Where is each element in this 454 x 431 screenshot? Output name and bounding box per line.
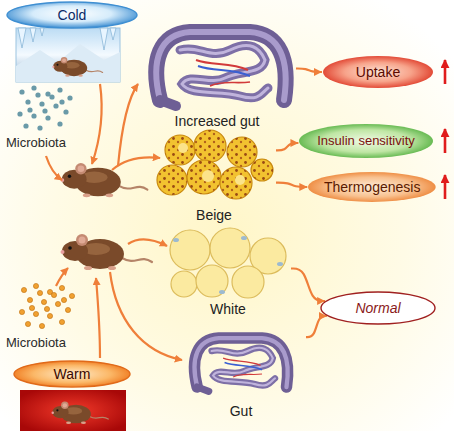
white-adipocytes — [173, 238, 179, 242]
beige-adipocytes — [165, 135, 195, 165]
process-arrows — [112, 157, 160, 170]
warm-picture — [20, 390, 126, 431]
tissue-box: Beige — [152, 132, 276, 224]
process-arrow — [276, 183, 307, 187]
ellipse-shape — [323, 56, 433, 88]
condition-ellipse: Warm — [13, 360, 131, 388]
microbiota-dots — [17, 85, 72, 130]
cold-picture — [16, 28, 120, 82]
beige-adipocytes — [187, 160, 221, 194]
beige-adipocytes — [220, 167, 252, 199]
node-label: White — [210, 301, 246, 317]
beige-adipocytes — [178, 143, 188, 153]
beige-adipocytes — [220, 167, 252, 199]
white-adipocytes — [210, 228, 250, 268]
process-arrows — [46, 84, 182, 360]
beige-adipocytes — [194, 130, 226, 162]
beige-adipocytes — [251, 159, 273, 181]
increase-arrows — [444, 60, 447, 199]
process-arrows — [110, 272, 182, 360]
white-adipocytes — [219, 290, 225, 294]
ellipse-shape — [7, 2, 137, 28]
outcome-ellipse: Uptake — [322, 55, 434, 89]
beige-adipocytes — [235, 175, 245, 185]
beige-adipocytes — [157, 165, 187, 195]
tissue-box: White — [165, 228, 291, 318]
condition-ellipse: Cold — [6, 1, 138, 29]
white-adipocytes — [232, 266, 264, 298]
white-adipocytes — [170, 228, 286, 298]
mouse — [60, 163, 147, 197]
process-arrow — [291, 269, 325, 302]
ellipse-shape — [14, 361, 130, 387]
beige-adipocytes — [157, 165, 187, 195]
beige-adipocytes — [251, 159, 273, 181]
ellipse-shape — [321, 292, 435, 324]
node-label: Uptake — [356, 64, 400, 80]
part-label: Microbiota — [6, 336, 66, 351]
outcome-ellipse: Thermogenesis — [307, 171, 437, 203]
white-adipocytes — [277, 262, 283, 266]
beige-adipocytes — [202, 170, 214, 182]
increase-arrows — [444, 175, 447, 199]
outcome-ellipse: Normal — [320, 291, 436, 325]
beige-adipocytes — [187, 160, 221, 194]
ellipse-shape — [299, 124, 433, 158]
process-arrows — [128, 240, 167, 246]
process-arrow — [296, 69, 322, 72]
node-label: Gut — [230, 403, 253, 419]
process-arrows — [56, 268, 68, 286]
beige-adipocytes — [227, 137, 257, 167]
process-arrows — [92, 84, 102, 164]
node-label: Thermogenesis — [324, 179, 421, 195]
cold-picture — [52, 57, 102, 77]
beige-adipocytes — [157, 130, 273, 199]
beige-adipocytes — [227, 137, 257, 167]
node-label: Cold — [58, 7, 87, 23]
cold-picture — [18, 28, 116, 50]
warm-picture — [52, 402, 109, 424]
gut-illustration — [195, 338, 288, 391]
increase-arrows — [444, 129, 447, 153]
process-arrow — [306, 316, 327, 337]
white-adipocytes — [196, 265, 228, 297]
tissue-box: Gut — [176, 328, 306, 420]
node-label: Beige — [196, 207, 232, 223]
tissue-box: Increased gut — [138, 24, 296, 130]
beige-adipocytes — [165, 135, 195, 165]
node-label: Increased gut — [175, 113, 260, 129]
node-label: Insulin sensitivity — [317, 134, 415, 149]
process-arrow — [276, 143, 298, 150]
beige-adipocytes — [194, 130, 226, 162]
increase-arrows — [444, 60, 447, 84]
white-adipocytes — [170, 230, 210, 270]
process-arrows — [46, 156, 62, 180]
ellipse-shape — [308, 172, 436, 202]
white-adipocytes — [171, 271, 197, 297]
part-label: Microbiota — [6, 136, 66, 151]
node-label: Warm — [54, 366, 91, 382]
outcome-ellipse: Insulin sensitivity — [298, 123, 434, 159]
white-adipocytes — [241, 236, 247, 240]
cold-picture — [16, 28, 120, 82]
process-arrows — [118, 84, 138, 166]
gut-illustration — [156, 32, 285, 106]
node-label: Normal — [355, 300, 400, 316]
warm-picture — [20, 390, 126, 431]
process-arrows — [96, 278, 100, 358]
microbiota-dots — [19, 283, 74, 328]
